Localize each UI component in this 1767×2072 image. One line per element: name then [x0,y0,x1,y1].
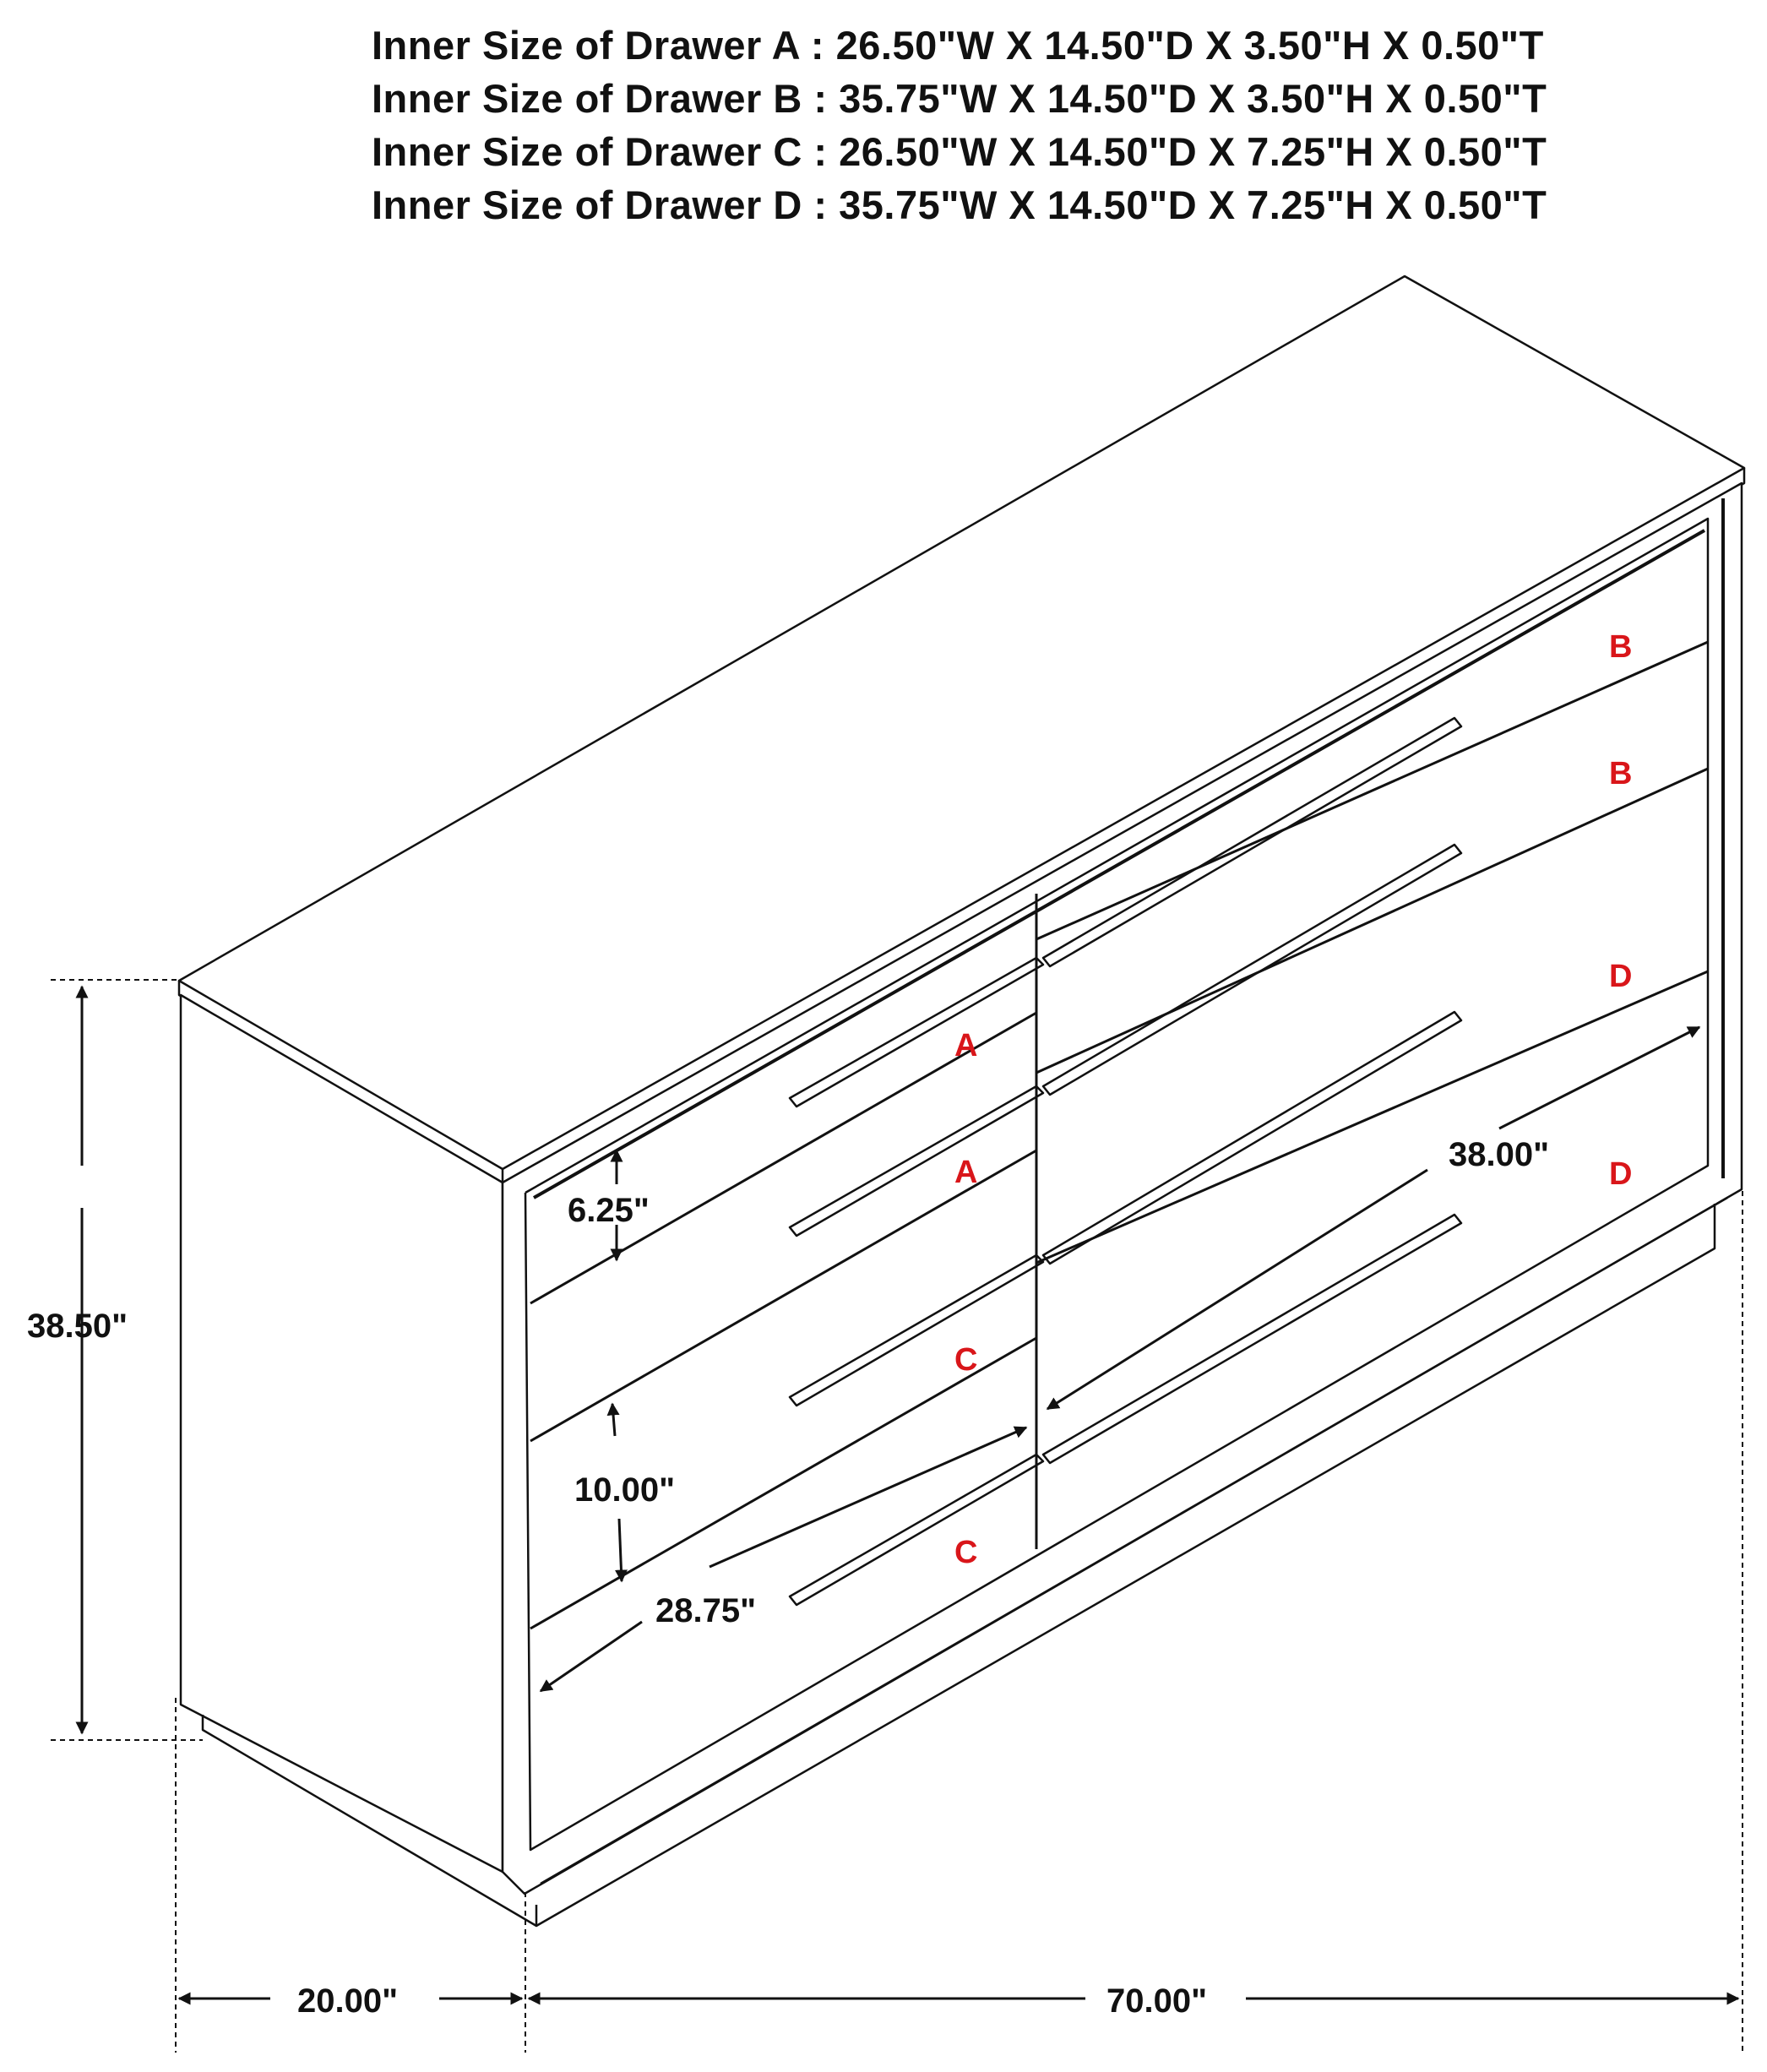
handle-b1 [1041,716,1463,968]
drawer-handles [788,716,1463,1607]
dresser-body [177,275,1746,1928]
plinth-line-2 [540,1196,1728,1885]
drawer-labels: A A C C B B D D [954,629,1632,1570]
label-drawer-d-2: D [1609,1156,1632,1192]
right-width-dim-up [1498,1025,1701,1130]
handle-d2 [1041,1213,1463,1465]
right-width-dim-down [1046,1168,1428,1411]
left-drawer-width-label: 28.75" [655,1592,756,1629]
label-drawer-a-1: A [954,1028,977,1063]
drawer-inner-size-specs: Inner Size of Drawer A : 26.50"W X 14.50… [372,19,1588,231]
handle-c1 [788,1254,1045,1407]
plinth [201,1715,538,1928]
front-frame-inner-2 [533,529,1705,1199]
label-drawer-b-1: B [1609,629,1632,665]
handle-d1 [1041,1010,1463,1265]
plinth-front [536,1204,1716,1928]
handle-a2 [788,1085,1045,1237]
front-frame-inner [524,517,1710,1852]
spec-drawer-d: Inner Size of Drawer D : 35.75"W X 14.50… [372,182,1547,227]
overall-depth-label: 20.00" [297,1982,398,2020]
handle-b2 [1041,843,1463,1096]
label-drawer-c-2: C [954,1535,977,1570]
handle-c2 [788,1453,1045,1607]
handle-a1 [788,956,1045,1108]
left-width-dim-up [709,1426,1028,1569]
dimension-lines [51,979,1743,2053]
label-drawer-b-2: B [1609,756,1632,791]
left-width-dim-down [539,1620,643,1693]
right-drawer-width-label: 38.00" [1449,1136,1549,1173]
overall-width-label: 70.00" [1106,1982,1207,2020]
spec-drawer-c: Inner Size of Drawer C : 26.50"W X 14.50… [372,129,1547,174]
large-drawer-height-label: 10.00" [574,1471,675,1509]
spec-drawer-a: Inner Size of Drawer A : 26.50"W X 14.50… [372,23,1544,68]
label-drawer-d-1: D [1609,959,1632,994]
label-drawer-a-2: A [954,1155,977,1190]
overall-height-label: 38.50" [27,1308,128,1345]
large-drawer-dim-bottom [614,1518,628,1583]
small-drawer-height-label: 6.25" [568,1192,650,1229]
spec-drawer-b: Inner Size of Drawer B : 35.75"W X 14.50… [372,76,1547,121]
label-drawer-c-1: C [954,1342,977,1378]
large-drawer-dim-top [606,1402,620,1437]
